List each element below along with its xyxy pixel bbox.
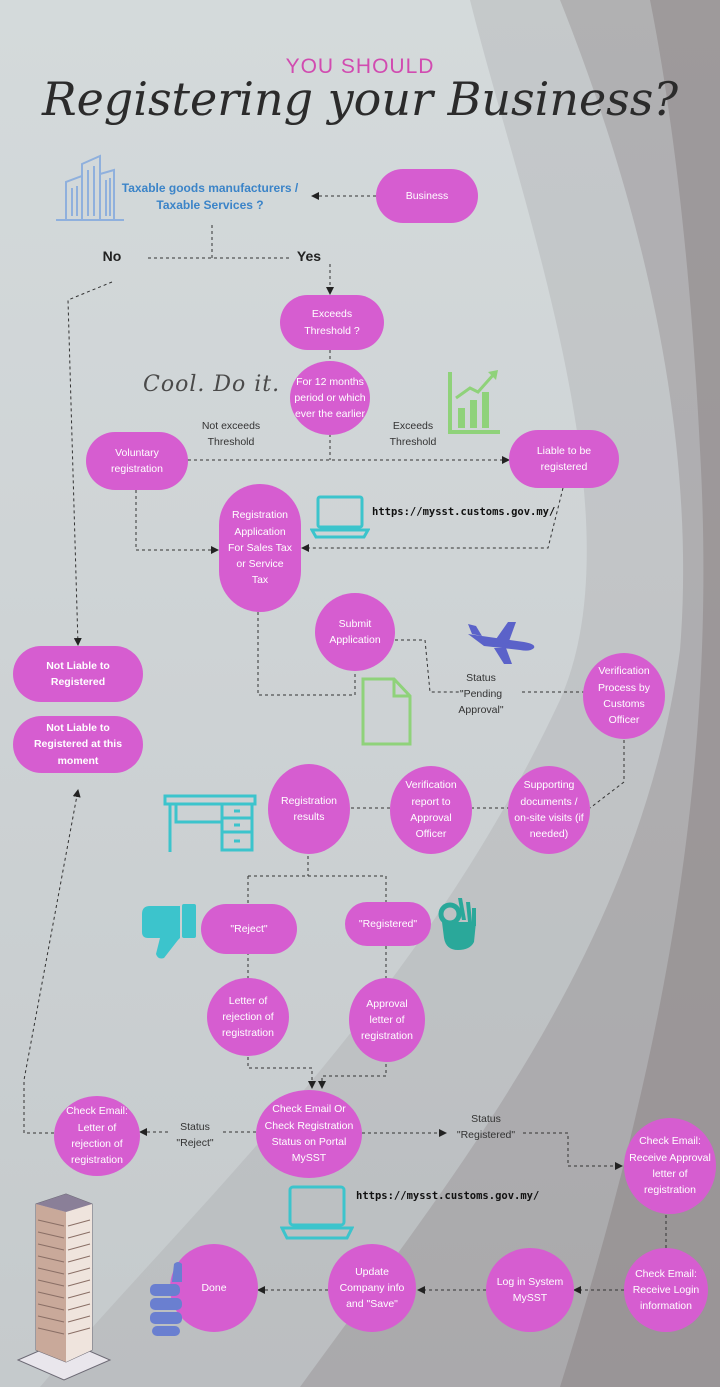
portal-url-1: https://mysst.customs.gov.my/: [372, 506, 556, 518]
update-company-node: Update Company info and "Save": [328, 1244, 416, 1332]
answer-yes: Yes: [296, 248, 322, 264]
reject-node: "Reject": [201, 904, 297, 954]
not-liable-node: Not Liable to Registered: [13, 646, 143, 702]
rejection-letter-node: Letter of rejection of registration: [207, 978, 289, 1056]
registration-results-node: Registration results: [268, 764, 350, 854]
bar-chart-icon: [448, 370, 500, 434]
submit-application-node: Submit Application: [315, 593, 395, 671]
tagline: Cool. Do it.: [143, 372, 281, 397]
log-in-node: Log in System MySST: [486, 1248, 574, 1332]
check-status-node: Check Email Or Check Registration Status…: [256, 1090, 362, 1178]
liable-node: Liable to be registered: [509, 430, 619, 488]
not-liable-moment-node: Not Liable to Registered at this moment: [13, 716, 143, 773]
exceeds-label: Exceeds Threshold: [389, 420, 437, 448]
portal-url-2: https://mysst.customs.gov.my/: [356, 1190, 540, 1202]
business-node: Business: [376, 169, 478, 223]
status-reject-label: Status "Reject": [176, 1121, 214, 1149]
voluntary-registration-node: Voluntary registration: [86, 432, 188, 490]
building-icon: [56, 154, 124, 221]
document-icon: [361, 677, 412, 746]
thumbs-down-icon: [142, 904, 196, 959]
check-email-login-node: Check Email: Receive Login information: [624, 1248, 708, 1332]
status-registered-label: Status "Registered": [456, 1113, 516, 1141]
check-email-approval-node: Check Email: Receive Approval letter of …: [624, 1118, 716, 1214]
not-exceeds-label: Not exceeds Threshold: [201, 420, 261, 448]
header-title: Registering your Business?: [41, 72, 679, 126]
twelve-months-node: For 12 months period or which ever the e…: [290, 361, 370, 435]
approval-letter-node: Approval letter of registration: [349, 978, 425, 1062]
registered-node: "Registered": [345, 902, 431, 946]
header-subtitle: YOU SHOULD: [285, 55, 435, 78]
verification-report-node: Verification report to Approval Officer: [390, 766, 472, 854]
airplane-icon: [468, 622, 535, 664]
skyscraper-icon: [16, 1193, 112, 1381]
verification-process-node: Verification Process by Customs Officer: [583, 653, 665, 739]
application-node: Registration Application For Sales Tax o…: [219, 484, 301, 612]
laptop-icon-2: [280, 1185, 354, 1240]
check-email-reject-node: Check Email: Letter of rejection of regi…: [54, 1096, 140, 1176]
thumbs-up-icon: [150, 1262, 182, 1336]
done-node: Done: [170, 1244, 258, 1332]
supporting-documents-node: Supporting documents / on-site visits (i…: [508, 766, 590, 854]
exceeds-threshold-node: Exceeds Threshold ?: [280, 295, 384, 350]
question-text: Taxable goods manufacturers / Taxable Se…: [121, 181, 299, 213]
desk-icon: [163, 794, 257, 852]
answer-no: No: [102, 248, 122, 264]
ok-hand-icon: [438, 898, 476, 950]
laptop-icon: [310, 495, 370, 539]
pending-status-label: Status "Pending Approval": [458, 672, 504, 716]
